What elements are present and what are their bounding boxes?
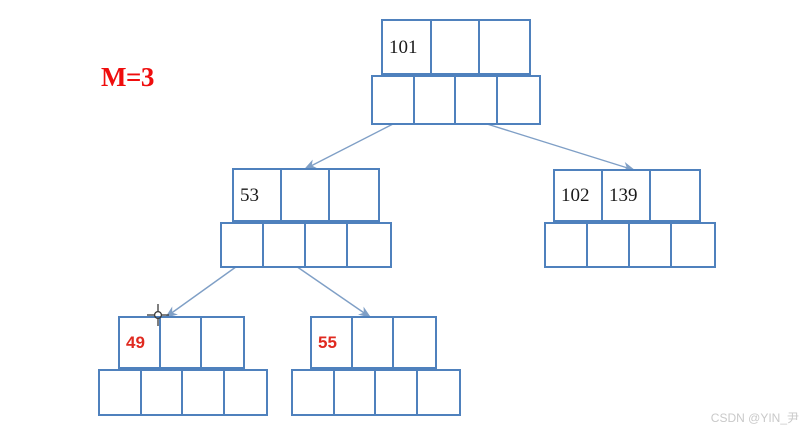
internal-node-right-top-cell-2[interactable] (651, 171, 699, 220)
leaf-node-left-bottom-cell-0[interactable] (100, 371, 142, 414)
leaf-node-right-top-cell-1[interactable] (353, 318, 395, 367)
leaf-node-right-bottom-cell-0[interactable] (293, 371, 335, 414)
key-text: 55 (318, 333, 337, 352)
internal-node-right-bottom-row (544, 222, 716, 268)
internal-node-right-bottom-cell-2[interactable] (630, 224, 673, 266)
leaf-node-left-top-cell-2[interactable] (202, 318, 243, 367)
root-node-top-row: 101 (381, 19, 531, 75)
edge-internal-left-to-leaf-right (292, 263, 372, 318)
key-text: 102 (561, 185, 590, 206)
leaf-node-right-bottom-row (291, 369, 461, 416)
root-node-top-cell-0[interactable]: 101 (383, 21, 432, 73)
internal-node-right-top-cell-1[interactable]: 139 (603, 171, 652, 220)
root-node-top-cell-2[interactable] (480, 21, 529, 73)
internal-node-right-top-cell-0[interactable]: 102 (555, 171, 604, 220)
leaf-node-right-bottom-cell-3[interactable] (418, 371, 459, 414)
leaf-node-left-top-cell-1[interactable] (161, 318, 203, 367)
root-node-bottom-cell-0[interactable] (373, 77, 415, 123)
internal-node-right-bottom-cell-0[interactable] (546, 224, 589, 266)
leaf-node-right-top-cell-2[interactable] (394, 318, 435, 367)
key-text: 139 (609, 185, 638, 206)
root-node-bottom-cell-2[interactable] (456, 77, 498, 123)
leaf-node-left-top-cell-0[interactable]: 49 (120, 318, 162, 367)
order-label: M=3 (101, 62, 154, 92)
leaf-node-right-bottom-cell-2[interactable] (376, 371, 418, 414)
leaf-node-left-top-row: 49 (118, 316, 245, 369)
internal-node-left-top-cell-1[interactable] (282, 170, 331, 220)
internal-node-right-top-row: 102 139 (553, 169, 701, 222)
leaf-node-left-bottom-cell-1[interactable] (142, 371, 184, 414)
internal-node-right-bottom-cell-1[interactable] (588, 224, 631, 266)
leaf-node-left-bottom-row (98, 369, 268, 416)
root-node-bottom-row (371, 75, 541, 125)
leaf-node-right-top-cell-0[interactable]: 55 (312, 318, 354, 367)
edge-root-to-internal-left (303, 123, 394, 170)
leaf-node-right-top-row: 55 (310, 316, 437, 369)
watermark-text: CSDN @YIN_尹 (710, 411, 799, 425)
leaf-node-left-bottom-cell-2[interactable] (183, 371, 225, 414)
internal-node-left-top-cell-0[interactable]: 53 (234, 170, 283, 220)
leaf-node-left-bottom-cell-3[interactable] (225, 371, 266, 414)
internal-node-left-top-cell-2[interactable] (330, 170, 378, 220)
root-node-bottom-cell-3[interactable] (498, 77, 539, 123)
edge-root-to-internal-right (486, 123, 636, 172)
internal-node-left-top-row: 53 (232, 168, 380, 222)
key-text: 53 (240, 184, 259, 206)
internal-node-left-bottom-cell-1[interactable] (264, 224, 307, 266)
key-text: 101 (389, 36, 418, 58)
root-node-bottom-cell-1[interactable] (415, 77, 457, 123)
root-node-top-cell-1[interactable] (432, 21, 481, 73)
edge-internal-left-to-leaf-left (164, 263, 241, 318)
leaf-node-right-bottom-cell-1[interactable] (335, 371, 377, 414)
key-text: 49 (126, 333, 145, 352)
internal-node-left-bottom-cell-0[interactable] (222, 224, 265, 266)
internal-node-left-bottom-row (220, 222, 392, 268)
internal-node-left-bottom-cell-3[interactable] (348, 224, 390, 266)
internal-node-right-bottom-cell-3[interactable] (672, 224, 714, 266)
internal-node-left-bottom-cell-2[interactable] (306, 224, 349, 266)
